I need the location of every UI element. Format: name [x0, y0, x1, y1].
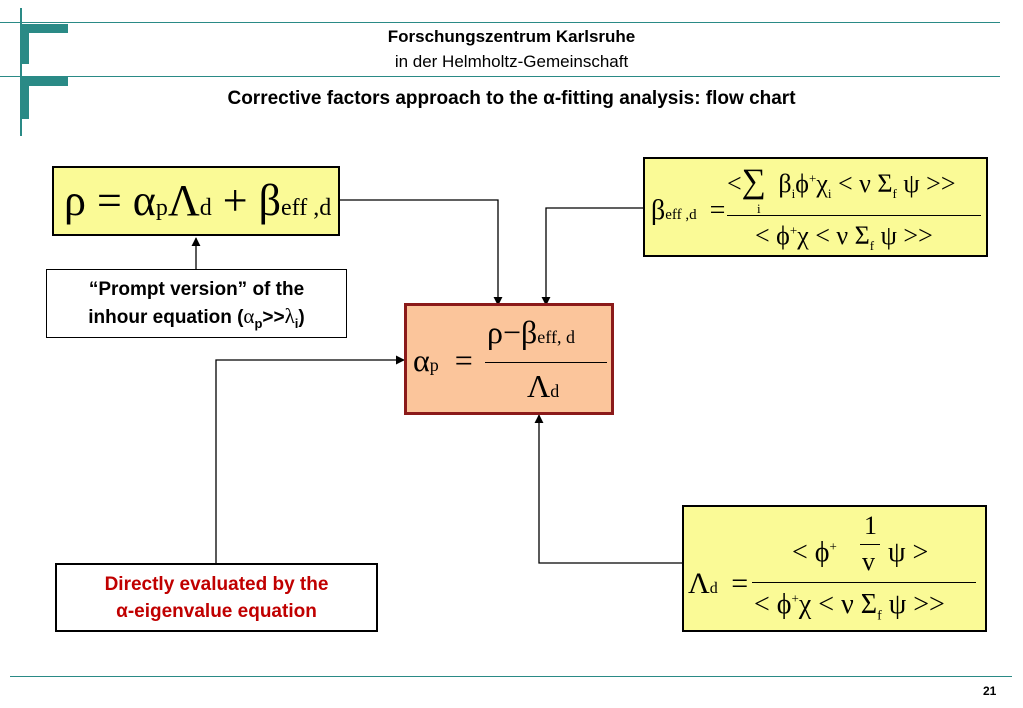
- lambda-subscript: d: [709, 580, 718, 597]
- lambda-subscript: d: [199, 195, 212, 221]
- sum-symbol: ∑: [741, 163, 766, 200]
- beta-symbol: β: [651, 195, 666, 226]
- arrow-lambda-to-alpha: [534, 414, 682, 564]
- equals-sign: =: [709, 195, 726, 226]
- header-bottom-line: [0, 76, 1000, 77]
- beta-subscript: eff ,d: [665, 207, 697, 223]
- alpha-symbol: α: [132, 176, 156, 225]
- org-name: Forschungszentrum Karlsruhe: [387, 27, 636, 46]
- alpha-symbol: α: [413, 342, 430, 378]
- alpha-subscript: p: [155, 195, 168, 221]
- rho-symbol: ρ: [64, 176, 86, 225]
- footer-line: [10, 676, 1012, 677]
- beta-subscript: eff ,d: [280, 195, 332, 221]
- inverse-v-one: 1: [864, 511, 877, 540]
- logo-lower-block: [20, 77, 68, 86]
- sum-index: i: [757, 201, 761, 216]
- arrow-direct-to-alpha: [215, 355, 405, 563]
- equals-sign: =: [731, 567, 749, 600]
- alpha-denominator: Λd: [527, 368, 560, 404]
- beta-fraction-bar: [727, 215, 981, 216]
- prompt-version-note: “Prompt version” of the inhour equation …: [46, 269, 347, 338]
- prompt-note-line2: inhour equation (αp>>λi): [88, 304, 305, 331]
- direct-evaluation-note: Directly evaluated by the α-eigenvalue e…: [55, 563, 378, 632]
- prompt-note-line1: “Prompt version” of the: [88, 279, 305, 300]
- equals-sign: =: [96, 176, 122, 225]
- direct-note-line1: Directly evaluated by the: [104, 574, 329, 595]
- logo-upper-block: [20, 24, 68, 33]
- beta-denominator: < ϕ+χ < ν Σf ψ >>: [755, 221, 933, 254]
- alpha-numerator: ρ−βeff, d: [487, 314, 575, 350]
- beta-numerator: <∑ βiϕ+χi < ν Σf ψ >>: [727, 163, 956, 202]
- lambda-denominator: < ϕ+χ < ν Σf ψ >>: [754, 589, 945, 624]
- alpha-subscript: p: [429, 355, 439, 375]
- arrow-rho-to-alpha: [340, 199, 503, 306]
- lambda-symbol: Λ: [688, 567, 710, 600]
- direct-note-line2: α-eigenvalue equation: [116, 601, 317, 622]
- org-subtitle: in der Helmholtz-Gemeinschaft: [394, 52, 629, 71]
- logo-upper-stem: [20, 24, 29, 64]
- lambda-numerator-left: < ϕ+: [792, 537, 837, 568]
- equals-sign: =: [454, 342, 473, 378]
- lambda-equation-box: Λd = < ϕ+ 1 v ψ > < ϕ+χ < ν Σf ψ >>: [682, 505, 987, 632]
- page-number: 21: [983, 684, 997, 698]
- beta-symbol: β: [258, 176, 281, 225]
- logo-vertical-bar: [20, 8, 22, 136]
- plus-sign: +: [222, 176, 248, 225]
- rho-equation-box: ρ = αpΛd + βeff ,d: [52, 166, 340, 236]
- lambda-fraction-bar: [752, 582, 976, 583]
- arrow-beta-to-alpha: [541, 207, 643, 306]
- lambda-symbol: Λ: [167, 176, 200, 225]
- inverse-v-v: v: [862, 547, 875, 576]
- header-top-line: [0, 22, 1000, 23]
- page-title: Corrective factors approach to the α-fit…: [227, 88, 796, 109]
- logo-lower-stem: [20, 77, 29, 119]
- alpha-fraction-bar: [485, 362, 607, 363]
- alpha-equation-box: αp = ρ−βeff, d Λd: [404, 303, 614, 415]
- lambda-numerator-right: ψ >: [888, 537, 929, 568]
- inverse-v-bar: [860, 544, 880, 545]
- beta-equation-box: βeff ,d = <∑ βiϕ+χi < ν Σf ψ >> i < ϕ+χ …: [643, 157, 988, 257]
